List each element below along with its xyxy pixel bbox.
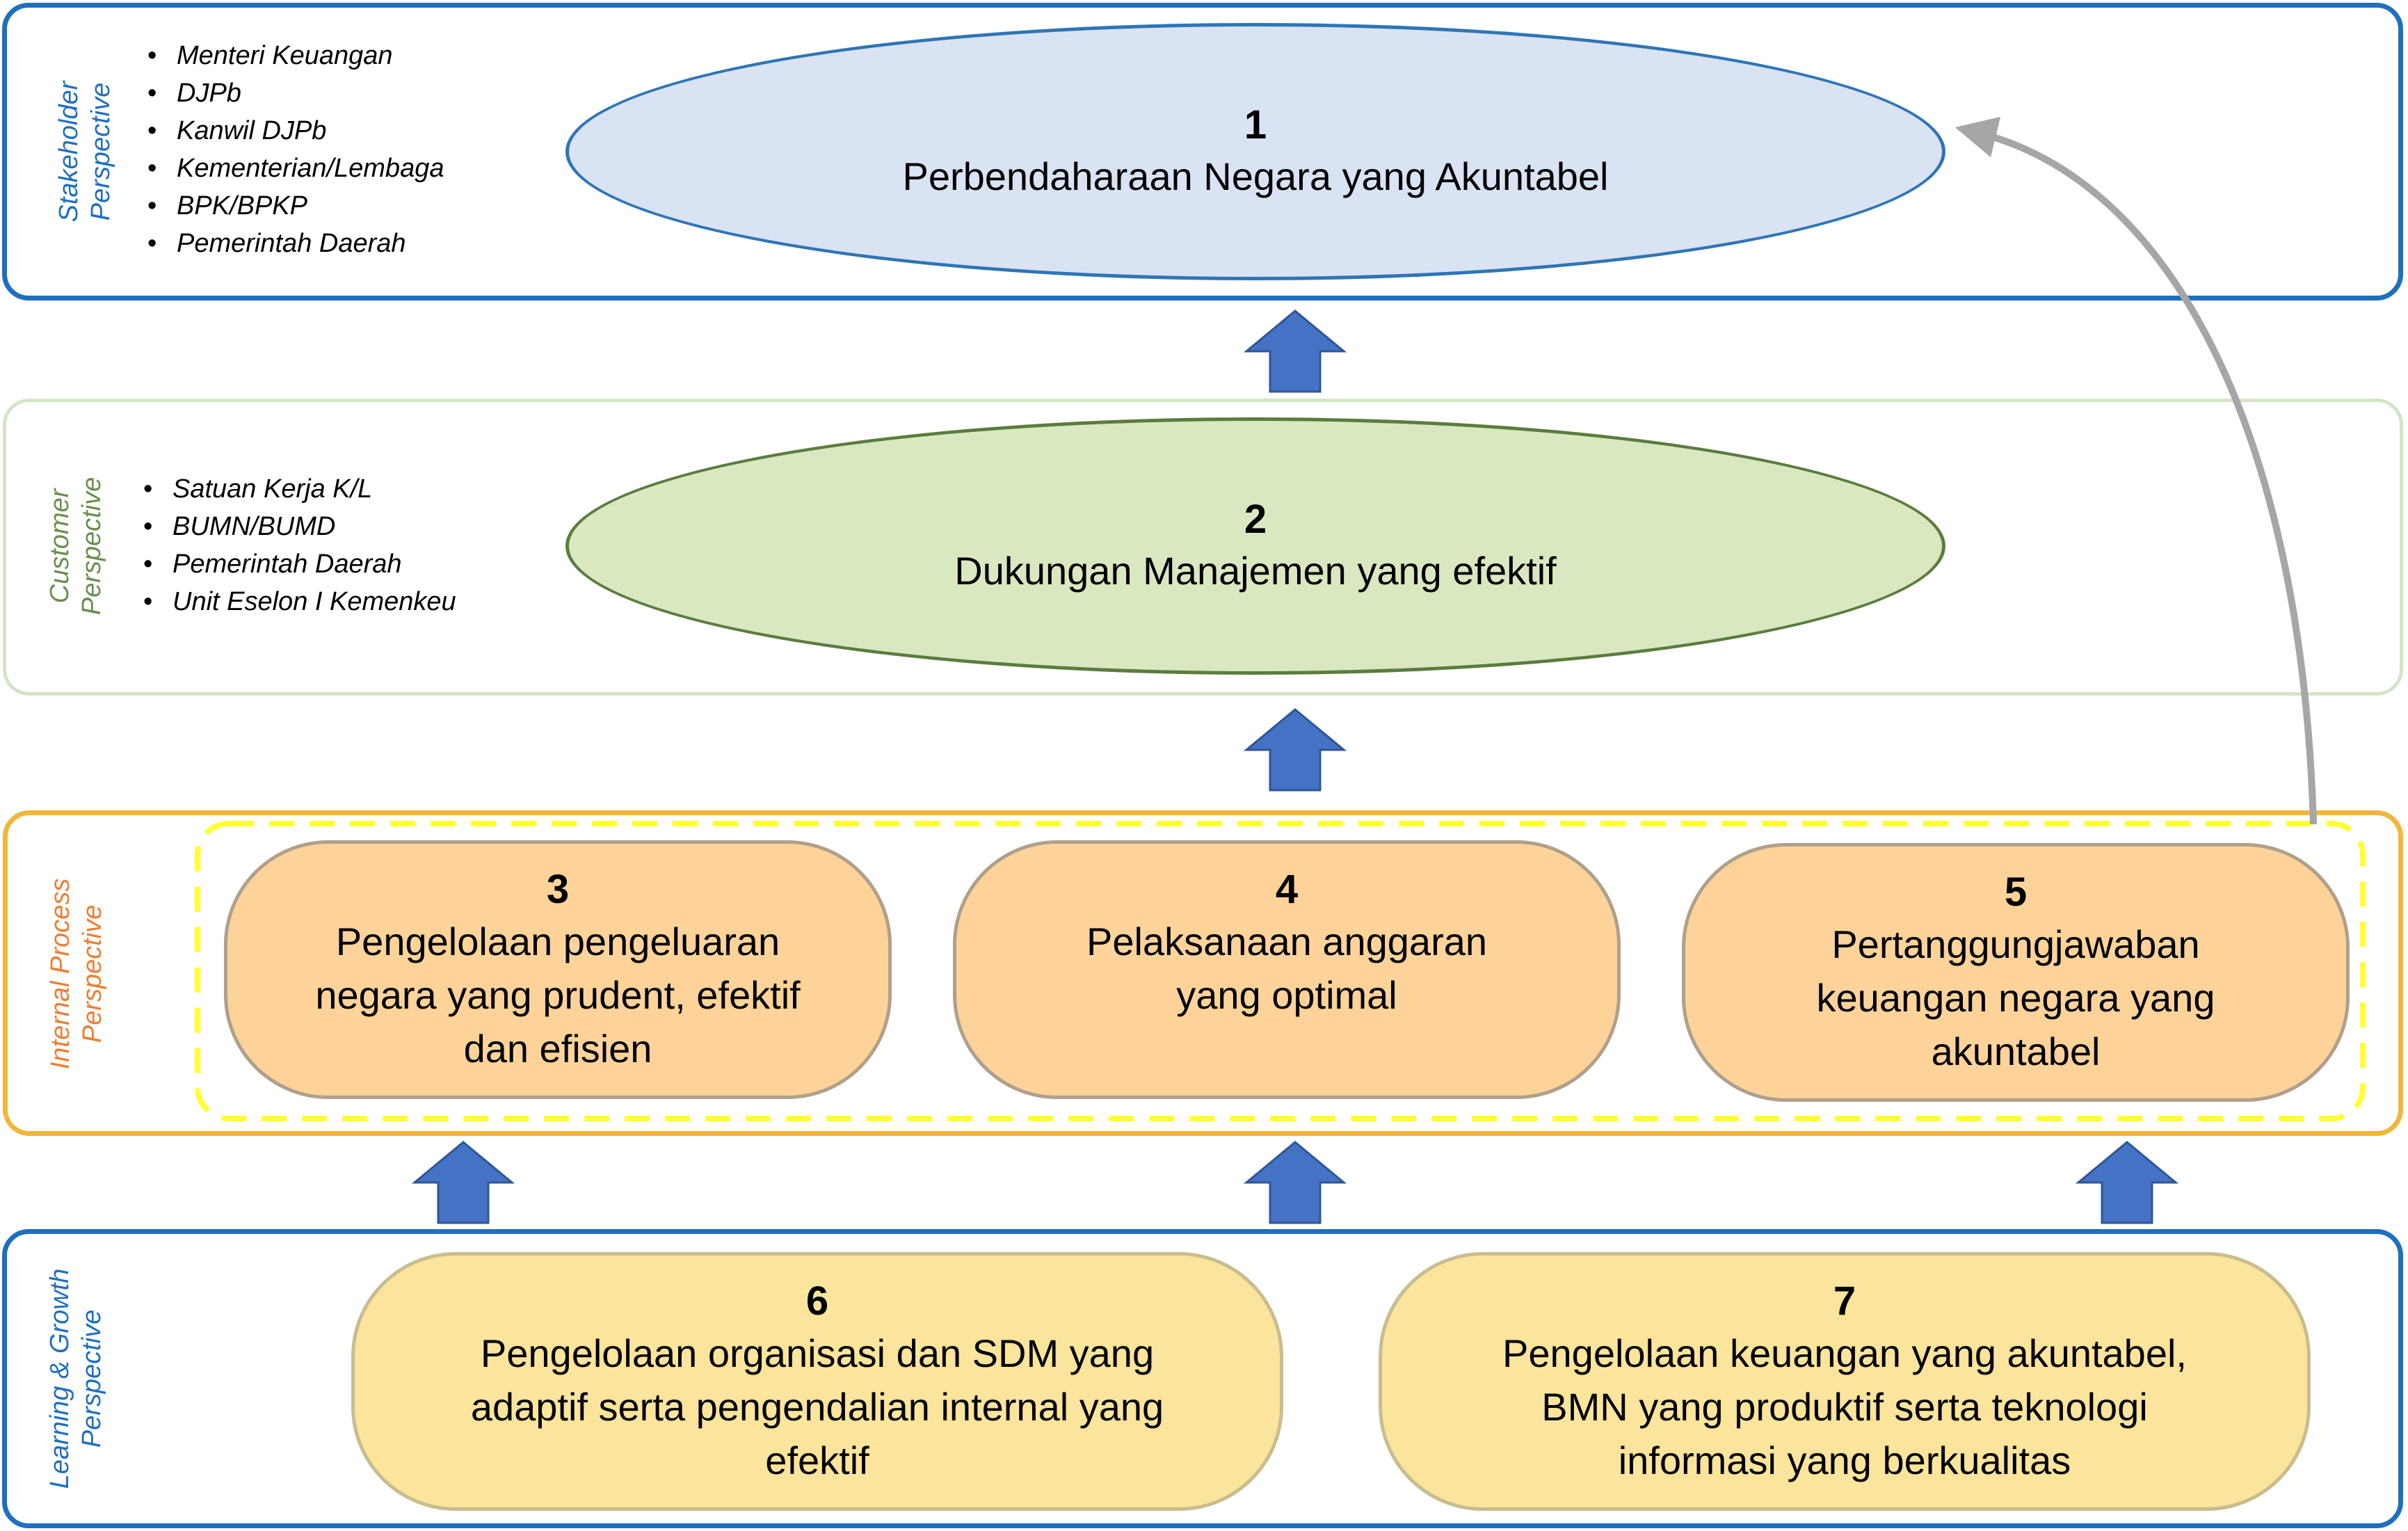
objective-number: 6 bbox=[805, 1278, 829, 1324]
up-arrow-6-7-to-4 bbox=[1243, 1141, 1347, 1224]
objective-text-line: adaptif serta pengendalian internal yang bbox=[470, 1384, 1164, 1429]
objective-text-line: akuntabel bbox=[1931, 1029, 2101, 1073]
objective-number: 2 bbox=[1244, 497, 1267, 542]
objective-4: 4 Pelaksanaan anggaran yang optimal bbox=[953, 840, 1621, 1099]
objective-number: 4 bbox=[1275, 866, 1299, 912]
objective-text-line: keuangan negara yang bbox=[1816, 975, 2215, 1020]
customer-list: Satuan Kerja K/L BUMN/BUMD Pemerintah Da… bbox=[143, 470, 456, 620]
list-item: Unit Eselon I Kemenkeu bbox=[143, 583, 456, 620]
objective-text-line: Pengelolaan pengeluaran bbox=[335, 919, 780, 963]
list-item: Kanwil DJPb bbox=[147, 112, 444, 150]
objective-1: 1 Perbendaharaan Negara yang Akuntabel bbox=[565, 23, 1945, 280]
list-item: Pemerintah Daerah bbox=[143, 545, 456, 583]
up-arrow-4-to-2 bbox=[1243, 708, 1347, 792]
objective-number: 7 bbox=[1833, 1278, 1856, 1324]
objective-text-line: BMN yang produktif serta teknologi bbox=[1541, 1384, 2148, 1429]
objective-text-line: Pertanggungjawaban bbox=[1831, 922, 2200, 966]
objective-3: 3 Pengelolaan pengeluaran negara yang pr… bbox=[224, 840, 892, 1099]
objective-5: 5 Pertanggungjawaban keuangan negara yan… bbox=[1682, 843, 2350, 1102]
objective-text-line: Pengelolaan organisasi dan SDM yang bbox=[480, 1331, 1155, 1375]
objective-number: 5 bbox=[2004, 869, 2028, 915]
list-item: DJPb bbox=[147, 74, 444, 112]
objective-6: 6 Pengelolaan organisasi dan SDM yang ad… bbox=[351, 1252, 1283, 1511]
list-item: Kementerian/Lembaga bbox=[147, 150, 444, 187]
objective-text: Dukungan Manajemen yang efektif bbox=[954, 549, 1557, 593]
list-item: Pemerintah Daerah bbox=[147, 225, 444, 262]
objective-text-line: informasi yang berkualitas bbox=[1618, 1438, 2071, 1482]
objective-number: 1 bbox=[1244, 102, 1267, 147]
list-item: Menteri Keuangan bbox=[147, 37, 444, 74]
objective-7: 7 Pengelolaan keuangan yang akuntabel, B… bbox=[1379, 1252, 2311, 1511]
objective-text: Perbendaharaan Negara yang Akuntabel bbox=[902, 154, 1609, 198]
objective-text-line: negara yang prudent, efektif bbox=[315, 972, 801, 1017]
learning-growth-perspective-label: Learning & Growth Perspective bbox=[45, 1268, 106, 1489]
objective-text-line: Pengelolaan keuangan yang akuntabel, bbox=[1502, 1331, 2187, 1375]
customer-perspective-label: Customer Perspective bbox=[45, 476, 106, 616]
list-item: Satuan Kerja K/L bbox=[143, 470, 456, 508]
stakeholder-list: Menteri Keuangan DJPb Kanwil DJPb Kement… bbox=[147, 37, 444, 262]
stakeholder-perspective-label: Stakeholder Perspective bbox=[54, 81, 115, 223]
objective-text-line: yang optimal bbox=[1176, 972, 1397, 1017]
objective-2: 2 Dukungan Manajemen yang efektif bbox=[565, 417, 1945, 675]
objective-text-line: Pelaksanaan anggaran bbox=[1086, 919, 1488, 963]
up-arrow-2-to-1 bbox=[1243, 310, 1347, 393]
up-arrow-7-to-5 bbox=[2075, 1141, 2179, 1224]
objective-number: 3 bbox=[546, 866, 570, 912]
list-item: BUMN/BUMD bbox=[143, 508, 456, 545]
list-item: BPK/BPKP bbox=[147, 187, 444, 225]
internal-process-perspective-label: Internal Process Perspective bbox=[46, 878, 107, 1070]
objective-text-line: efektif bbox=[765, 1438, 869, 1482]
up-arrow-6-to-3 bbox=[411, 1141, 515, 1224]
objective-text-line: dan efisien bbox=[463, 1026, 652, 1071]
